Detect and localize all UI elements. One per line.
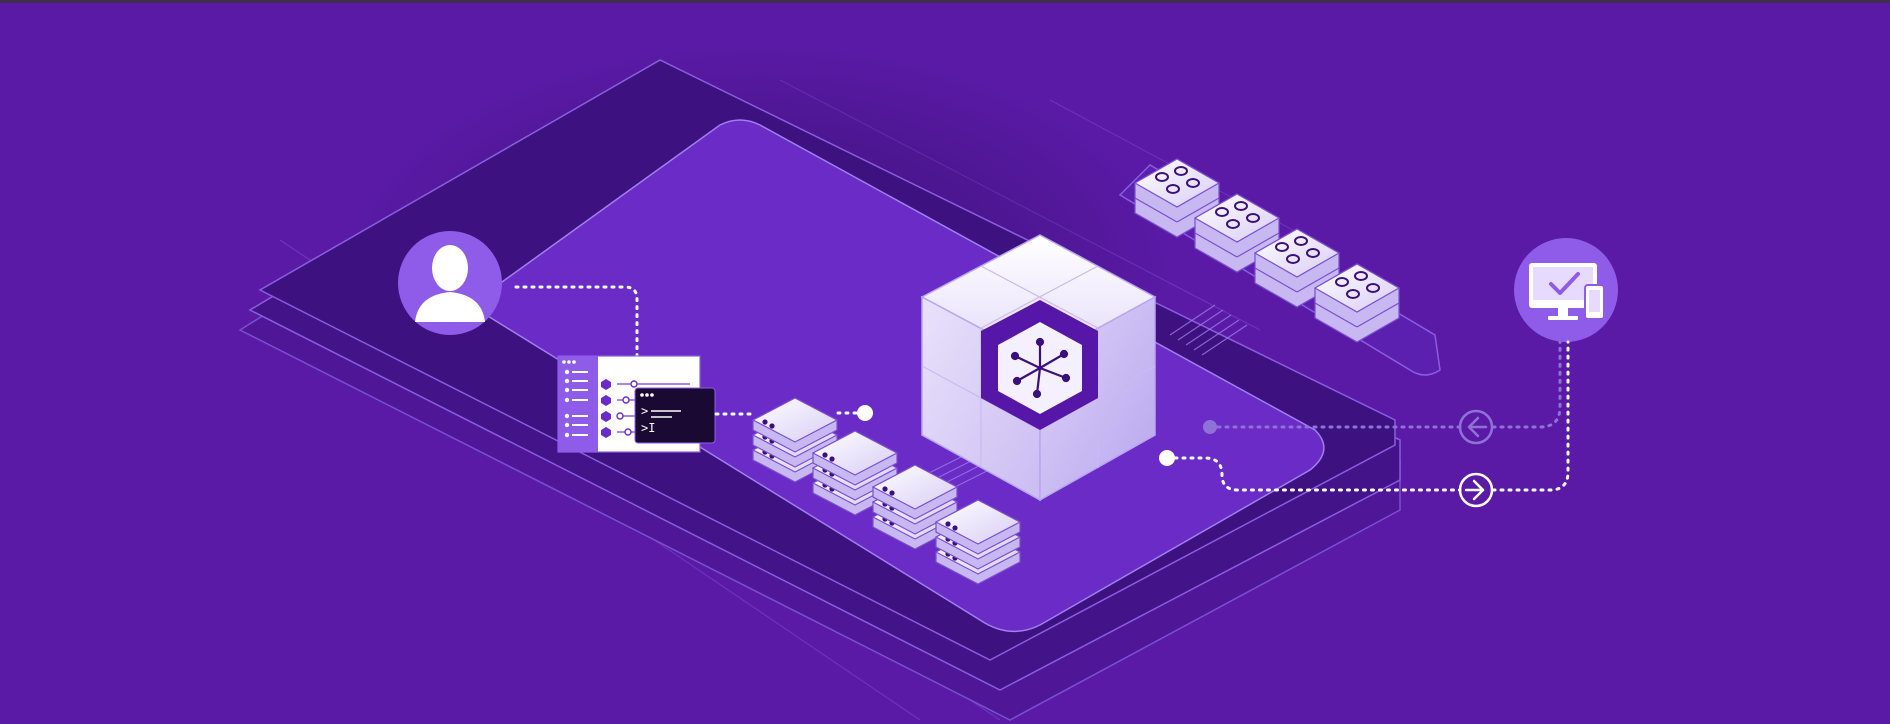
panel-list-line: [572, 434, 588, 436]
inbound-node: [1203, 420, 1217, 434]
panel-hex-bullet: [601, 427, 611, 438]
panel-slider-knob: [622, 396, 630, 404]
device-badge: [1514, 238, 1618, 342]
top-border: [0, 0, 1890, 3]
panel-list-bullet: [564, 369, 570, 375]
terminal-prompt: >: [641, 404, 648, 418]
panel-list-bullet: [564, 397, 570, 403]
connector-ramp-back: [1169, 304, 1248, 356]
connector-node: [857, 405, 873, 421]
panel-list-line: [572, 399, 588, 401]
user-to-panel-connector: [514, 285, 639, 357]
platform-top: [468, 119, 1325, 633]
module-block-icon: [1313, 263, 1401, 343]
panel-list-bullet: [564, 413, 570, 419]
user-avatar-icon: [415, 245, 485, 322]
hub-network-icon: [1010, 337, 1071, 399]
outbound-node: [1159, 450, 1175, 466]
platform: [238, 59, 1401, 721]
server-stacks: [751, 397, 1022, 585]
outbound-connector: [1165, 340, 1570, 492]
panel-list-bullet: [564, 387, 570, 393]
panel-list-bullet: [564, 378, 570, 384]
panel-list-line: [572, 415, 588, 417]
settings-panel-list: [564, 369, 588, 438]
terminal-window: > >I: [634, 387, 716, 444]
arrow-right-circle-icon: [1458, 472, 1494, 508]
terminal-cursor-line: >I: [641, 421, 655, 435]
panel-slider-knob: [616, 412, 624, 420]
panel-slider-knob: [624, 428, 632, 436]
arrow-left-circle-icon: [1458, 409, 1494, 445]
panel-list-line: [572, 424, 588, 426]
panel-list-bullet: [564, 422, 570, 428]
panel-hex-bullet: [601, 379, 611, 390]
inbound-connector: [1208, 340, 1562, 429]
database-disk-icon: [934, 499, 1022, 585]
panel-hex-bullet: [601, 395, 611, 406]
panel-hex-bullet: [601, 411, 611, 422]
panel-slider-knob: [630, 380, 638, 388]
panel-list-bullet: [564, 432, 570, 438]
module-blocks: [1133, 158, 1401, 343]
panel-list-line: [572, 380, 588, 382]
panel-list-line: [572, 389, 588, 391]
panel-list-line: [572, 371, 588, 373]
desktop-mobile-check-icon: [1529, 263, 1605, 320]
user-avatar: [398, 231, 502, 335]
core-cube: [920, 234, 1157, 502]
